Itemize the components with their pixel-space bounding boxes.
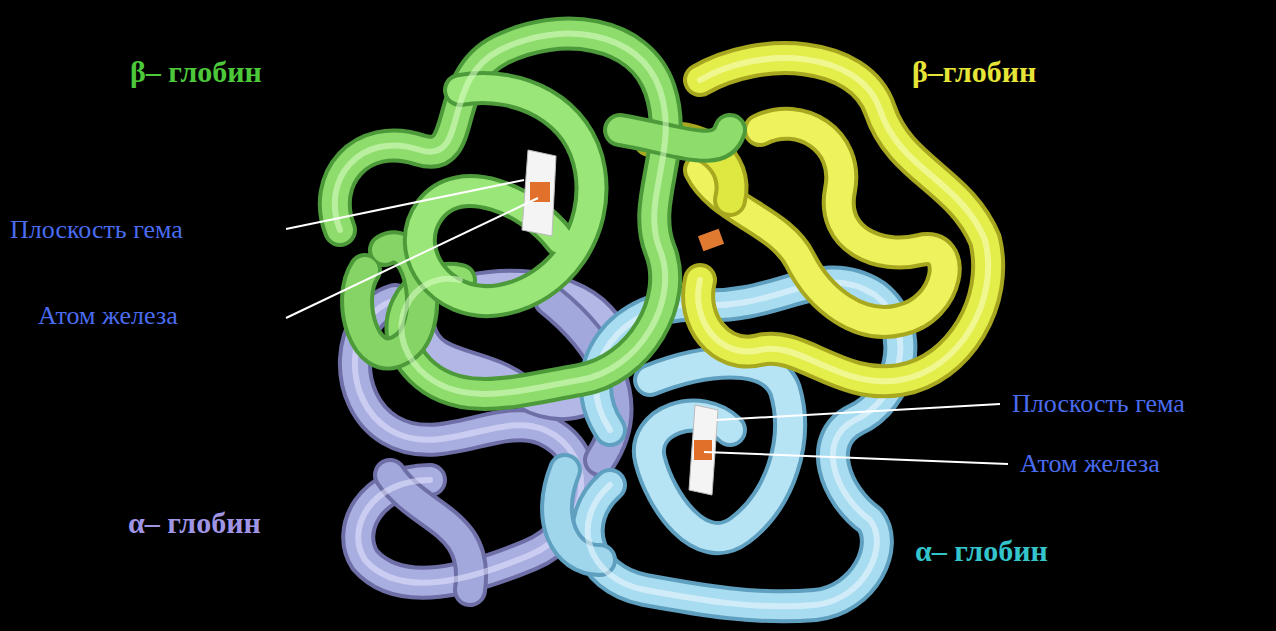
- chain-label: α– глобин: [915, 534, 1048, 567]
- leader-line: [286, 198, 538, 318]
- beta-globin-chain: [335, 34, 730, 394]
- heme-plane-label: Плоскость гема: [1012, 390, 1185, 419]
- chain-label: β–глобин: [912, 55, 1036, 88]
- iron-atom-label: Атом железа: [38, 302, 178, 331]
- heme-group: [698, 229, 724, 252]
- chain-tube: [420, 88, 592, 301]
- chain-tube: [649, 363, 790, 539]
- leader-lines: [286, 180, 1008, 464]
- chain-tube: [620, 130, 730, 146]
- chain-label: α– глобин: [128, 506, 261, 539]
- heme-group: [689, 405, 718, 495]
- chain-highlight: [698, 58, 988, 381]
- chain-tube: [698, 58, 988, 381]
- chain-tube: [420, 88, 592, 301]
- heme-plane-label: Плоскость гема: [10, 216, 183, 245]
- chain-tube: [620, 130, 730, 146]
- chain-tube: [649, 363, 790, 539]
- chain-highlight: [335, 34, 666, 394]
- leader-line: [716, 404, 1000, 420]
- heme-group: [522, 150, 556, 236]
- chain-tube: [698, 58, 988, 381]
- heme-plane: [522, 150, 556, 236]
- heme-plane: [689, 405, 718, 495]
- chain-tube: [557, 470, 600, 560]
- beta-globin-chain: [650, 58, 988, 381]
- chain-tube: [335, 34, 666, 394]
- iron-atom: [694, 440, 712, 460]
- chain-label: β– глобин: [130, 55, 262, 88]
- chain-tube: [335, 34, 666, 394]
- iron-atom-label: Атом железа: [1020, 450, 1160, 479]
- iron-atom: [530, 182, 550, 202]
- leader-line: [704, 452, 1008, 464]
- chain-tube: [557, 470, 600, 560]
